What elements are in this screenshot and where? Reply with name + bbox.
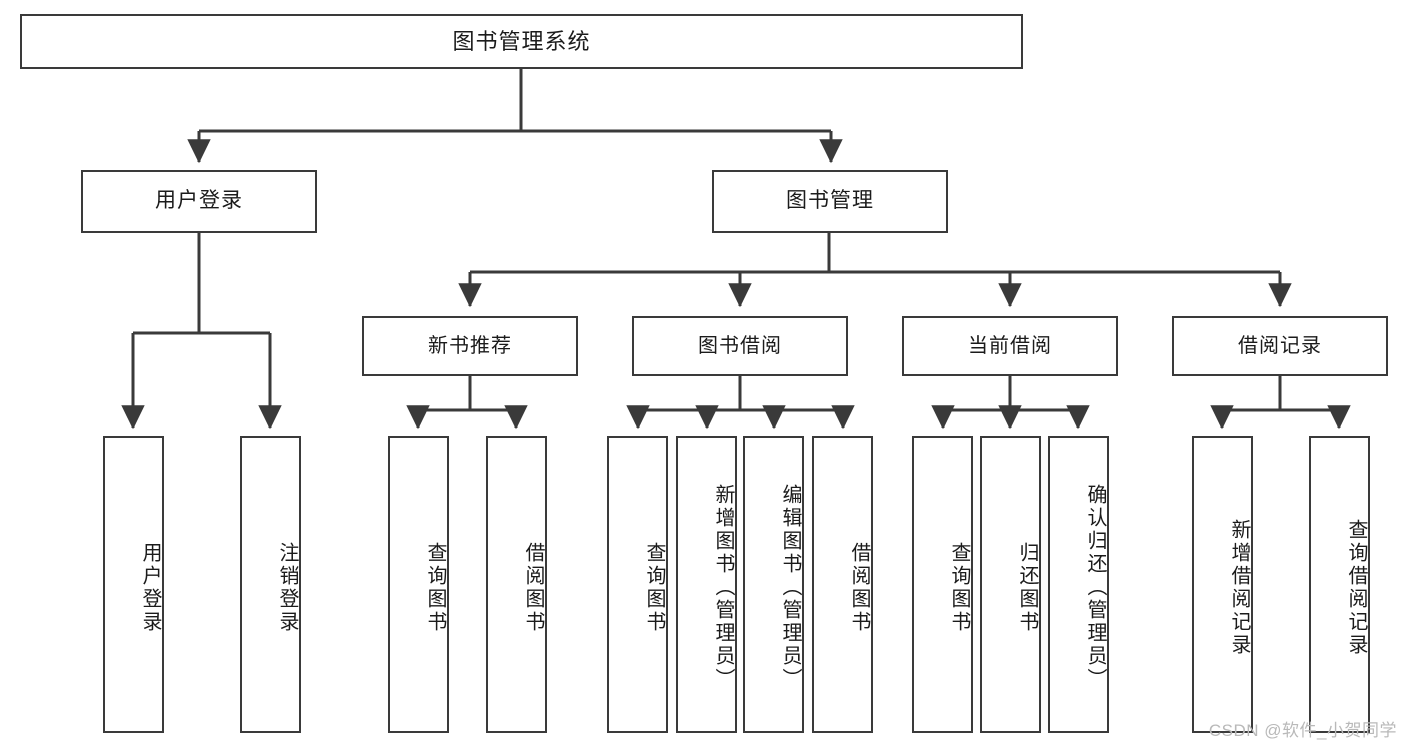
- leaf-book-borrow-edit[interactable]: 编辑图书（管理员）: [743, 436, 804, 733]
- leaf-book-borrow-query-label: 查询图书: [643, 541, 665, 634]
- node-borrow-record-label: 借阅记录: [1238, 334, 1322, 357]
- leaf-user-login-login-label: 用户登录: [139, 541, 161, 634]
- leaf-new-book-borrow-label: 借阅图书: [522, 541, 544, 634]
- node-root-label: 图书管理系统: [452, 28, 591, 54]
- node-borrow-record[interactable]: 借阅记录: [1172, 316, 1388, 376]
- leaf-book-borrow-borrow[interactable]: 借阅图书: [812, 436, 873, 733]
- leaf-current-borrow-confirm-return-label: 确认归还（管理员）: [1084, 484, 1106, 691]
- node-book-borrow[interactable]: 图书借阅: [632, 316, 848, 376]
- node-new-book-recommend[interactable]: 新书推荐: [362, 316, 578, 376]
- leaf-current-borrow-confirm-return[interactable]: 确认归还（管理员）: [1048, 436, 1109, 733]
- leaf-user-login-logout[interactable]: 注销登录: [240, 436, 301, 733]
- node-current-borrow[interactable]: 当前借阅: [902, 316, 1118, 376]
- leaf-user-login-login[interactable]: 用户登录: [103, 436, 164, 733]
- leaf-new-book-borrow[interactable]: 借阅图书: [486, 436, 547, 733]
- leaf-borrow-record-add[interactable]: 新增借阅记录: [1192, 436, 1253, 733]
- leaf-current-borrow-query[interactable]: 查询图书: [912, 436, 973, 733]
- node-current-borrow-label: 当前借阅: [968, 334, 1052, 357]
- node-book-borrow-label: 图书借阅: [698, 334, 782, 357]
- leaf-book-borrow-edit-label: 编辑图书（管理员）: [779, 484, 801, 691]
- node-book-management-label: 图书管理: [786, 189, 874, 213]
- node-user-login-label: 用户登录: [155, 189, 243, 213]
- leaf-new-book-query[interactable]: 查询图书: [388, 436, 449, 733]
- leaf-current-borrow-return-label: 归还图书: [1016, 541, 1038, 634]
- leaf-book-borrow-add[interactable]: 新增图书（管理员）: [676, 436, 737, 733]
- node-root[interactable]: 图书管理系统: [20, 14, 1023, 69]
- leaf-borrow-record-add-label: 新增借阅记录: [1228, 518, 1250, 657]
- leaf-user-login-logout-label: 注销登录: [276, 541, 298, 634]
- watermark: CSDN @软件_小贺同学: [1208, 721, 1397, 740]
- leaf-book-borrow-query[interactable]: 查询图书: [607, 436, 668, 733]
- node-user-login[interactable]: 用户登录: [81, 170, 317, 233]
- leaf-current-borrow-query-label: 查询图书: [948, 541, 970, 634]
- leaf-borrow-record-query[interactable]: 查询借阅记录: [1309, 436, 1370, 733]
- node-new-book-recommend-label: 新书推荐: [428, 334, 512, 357]
- leaf-new-book-query-label: 查询图书: [424, 541, 446, 634]
- node-book-management[interactable]: 图书管理: [712, 170, 948, 233]
- leaf-borrow-record-query-label: 查询借阅记录: [1345, 518, 1367, 657]
- leaf-book-borrow-borrow-label: 借阅图书: [848, 541, 870, 634]
- leaf-current-borrow-return[interactable]: 归还图书: [980, 436, 1041, 733]
- leaf-book-borrow-add-label: 新增图书（管理员）: [712, 484, 734, 691]
